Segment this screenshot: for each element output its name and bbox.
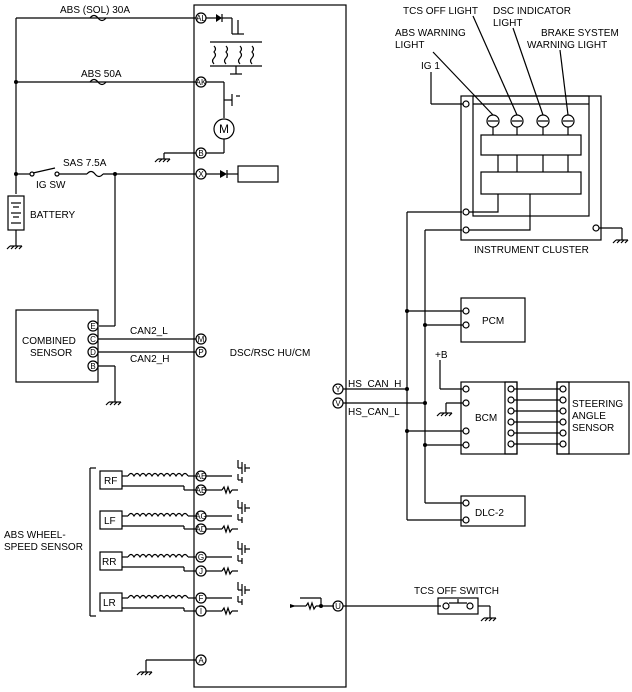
hs-can-l-label: HS_CAN_L	[348, 407, 400, 418]
abs-warning-lamp-icon	[486, 114, 500, 128]
instrument-cluster-box	[460, 95, 602, 241]
lf-sensor-box	[99, 510, 123, 530]
pin-e: E	[90, 322, 95, 331]
pin-a: A	[198, 656, 204, 665]
pin-f: F	[199, 594, 204, 603]
fuse-abs-sol-label: ABS (SOL) 30A	[60, 5, 130, 16]
pin-ak: AK	[196, 78, 207, 87]
ig-switch-label: IG SW	[36, 180, 66, 191]
rr-sensor-box	[99, 551, 123, 571]
pin-c: C	[90, 335, 96, 344]
hs-can-h-label: HS_CAN_H	[348, 379, 401, 390]
fuse-sas-label: SAS 7.5A	[63, 158, 107, 169]
pin-ad: AD	[195, 525, 206, 534]
pin-ae: AE	[196, 472, 207, 481]
pin-u: U	[335, 602, 341, 611]
motor-label: M	[219, 122, 229, 136]
ig1-label: IG 1	[421, 61, 440, 72]
pin-p: P	[198, 348, 203, 357]
hu-cm-box	[193, 4, 347, 688]
pin-b-sensor: B	[90, 362, 95, 371]
rf-sensor-box	[99, 470, 123, 490]
pin-x: X	[198, 170, 204, 179]
pcm-label: PCM	[482, 316, 504, 327]
fuse-abs-label: ABS 50A	[81, 69, 122, 80]
tcs-off-lamp-icon	[510, 114, 524, 128]
tcs-off-switch-label: TCS OFF SWITCH	[414, 586, 499, 597]
pin-v: V	[335, 399, 341, 408]
instrument-cluster-label: INSTRUMENT CLUSTER	[474, 245, 589, 256]
dlc2-label: DLC-2	[475, 508, 504, 519]
battery-label: BATTERY	[30, 210, 76, 221]
combined-sensor-box	[15, 309, 99, 383]
hu-cm-title: DSC/RSC HU/CM	[230, 348, 311, 359]
bcm-label: BCM	[475, 413, 497, 424]
pin-y: Y	[335, 385, 341, 394]
pcm-box	[460, 297, 526, 343]
tcs-off-light-label: TCS OFF LIGHT	[403, 6, 478, 17]
can2-l-label: CAN2_L	[130, 326, 168, 337]
pin-d: D	[90, 348, 96, 357]
dsc-indicator-lamp-icon	[536, 114, 550, 128]
rr-label: RR	[102, 557, 116, 568]
pin-m: M	[198, 335, 205, 344]
lf-label: LF	[104, 516, 116, 527]
pin-i: I	[200, 607, 202, 616]
pin-b: B	[198, 149, 203, 158]
pin-al: AL	[196, 14, 206, 23]
lr-label: LR	[103, 598, 116, 609]
pin-ab: AB	[196, 486, 207, 495]
pin-ag: AG	[195, 512, 207, 521]
pin-g: G	[198, 553, 204, 562]
dlc2-box	[460, 495, 526, 527]
plus-b-label: +B	[435, 350, 448, 361]
pin-j: J	[199, 567, 203, 576]
can2-h-label: CAN2_H	[130, 354, 169, 365]
bcm-steering-links	[507, 385, 567, 448]
rf-label: RF	[104, 476, 117, 487]
lr-sensor-box	[99, 592, 123, 612]
wheel-speed-sensor-label: ABS WHEEL-SPEED SENSOR	[4, 530, 83, 553]
brake-warning-lamp-icon	[561, 114, 575, 128]
